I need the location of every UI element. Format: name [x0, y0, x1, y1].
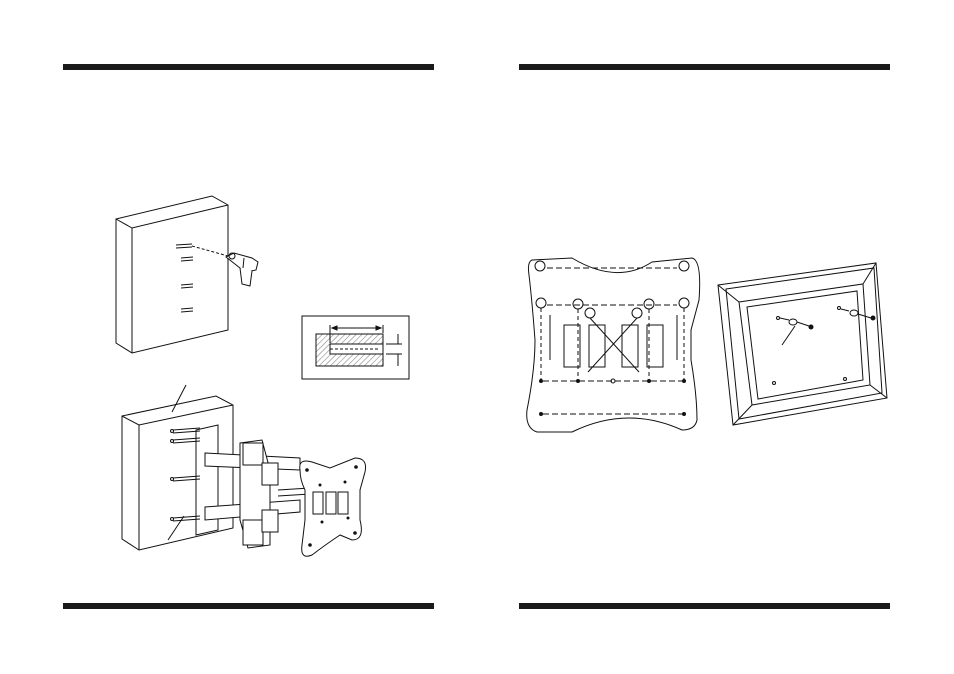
- tv-back-figure: [477, 0, 954, 674]
- wall-mount-installed-figure: [0, 0, 477, 674]
- left-page: [0, 0, 477, 674]
- right-page: [477, 0, 954, 674]
